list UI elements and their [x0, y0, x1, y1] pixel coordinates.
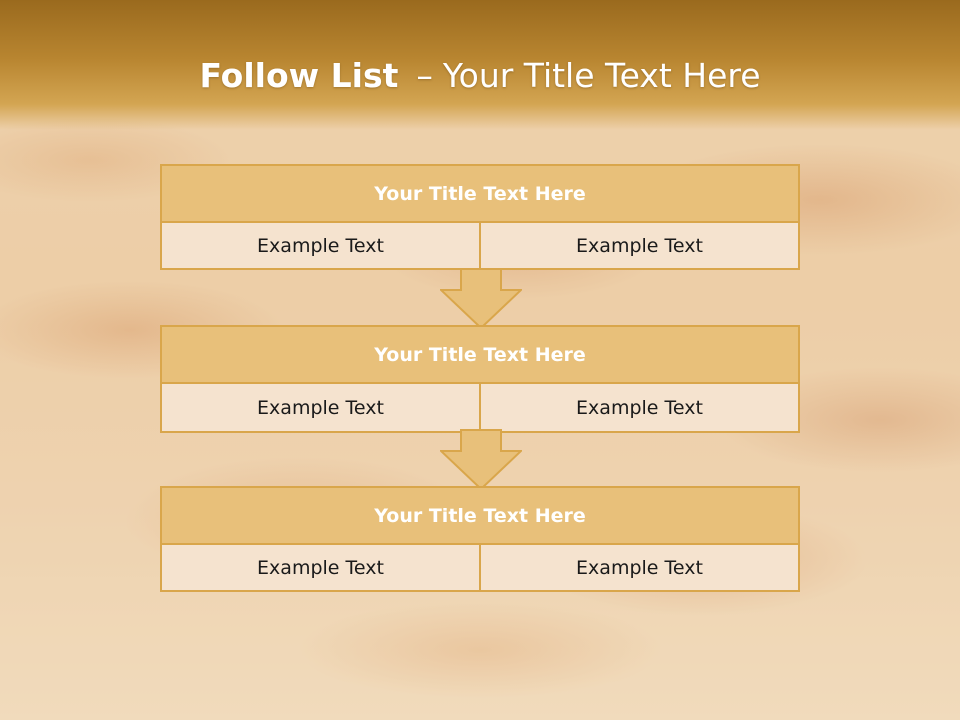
block-cell-right: Example Text	[479, 223, 798, 268]
block-cell-left: Example Text	[162, 384, 479, 431]
block-cell-left: Example Text	[162, 545, 479, 590]
block-cell-right: Example Text	[479, 545, 798, 590]
block-row: Example Text Example Text	[162, 545, 798, 590]
block-title: Your Title Text Here	[162, 166, 798, 223]
block-row: Example Text Example Text	[162, 384, 798, 431]
slide-title: Follow List–Your Title Text Here	[0, 56, 960, 96]
slide-title-bold: Follow List	[199, 56, 399, 95]
down-arrow-icon	[440, 429, 522, 491]
block-title: Your Title Text Here	[162, 488, 798, 545]
slide-title-rest: Your Title Text Here	[442, 56, 761, 95]
list-block-3: Your Title Text Here Example Text Exampl…	[160, 486, 800, 592]
block-cell-right: Example Text	[479, 384, 798, 431]
slide-title-separator: –	[416, 56, 433, 95]
list-block-1: Your Title Text Here Example Text Exampl…	[160, 164, 800, 270]
block-cell-left: Example Text	[162, 223, 479, 268]
block-row: Example Text Example Text	[162, 223, 798, 268]
block-title: Your Title Text Here	[162, 327, 798, 384]
down-arrow-icon	[440, 268, 522, 330]
header-band	[0, 0, 960, 130]
list-block-2: Your Title Text Here Example Text Exampl…	[160, 325, 800, 433]
